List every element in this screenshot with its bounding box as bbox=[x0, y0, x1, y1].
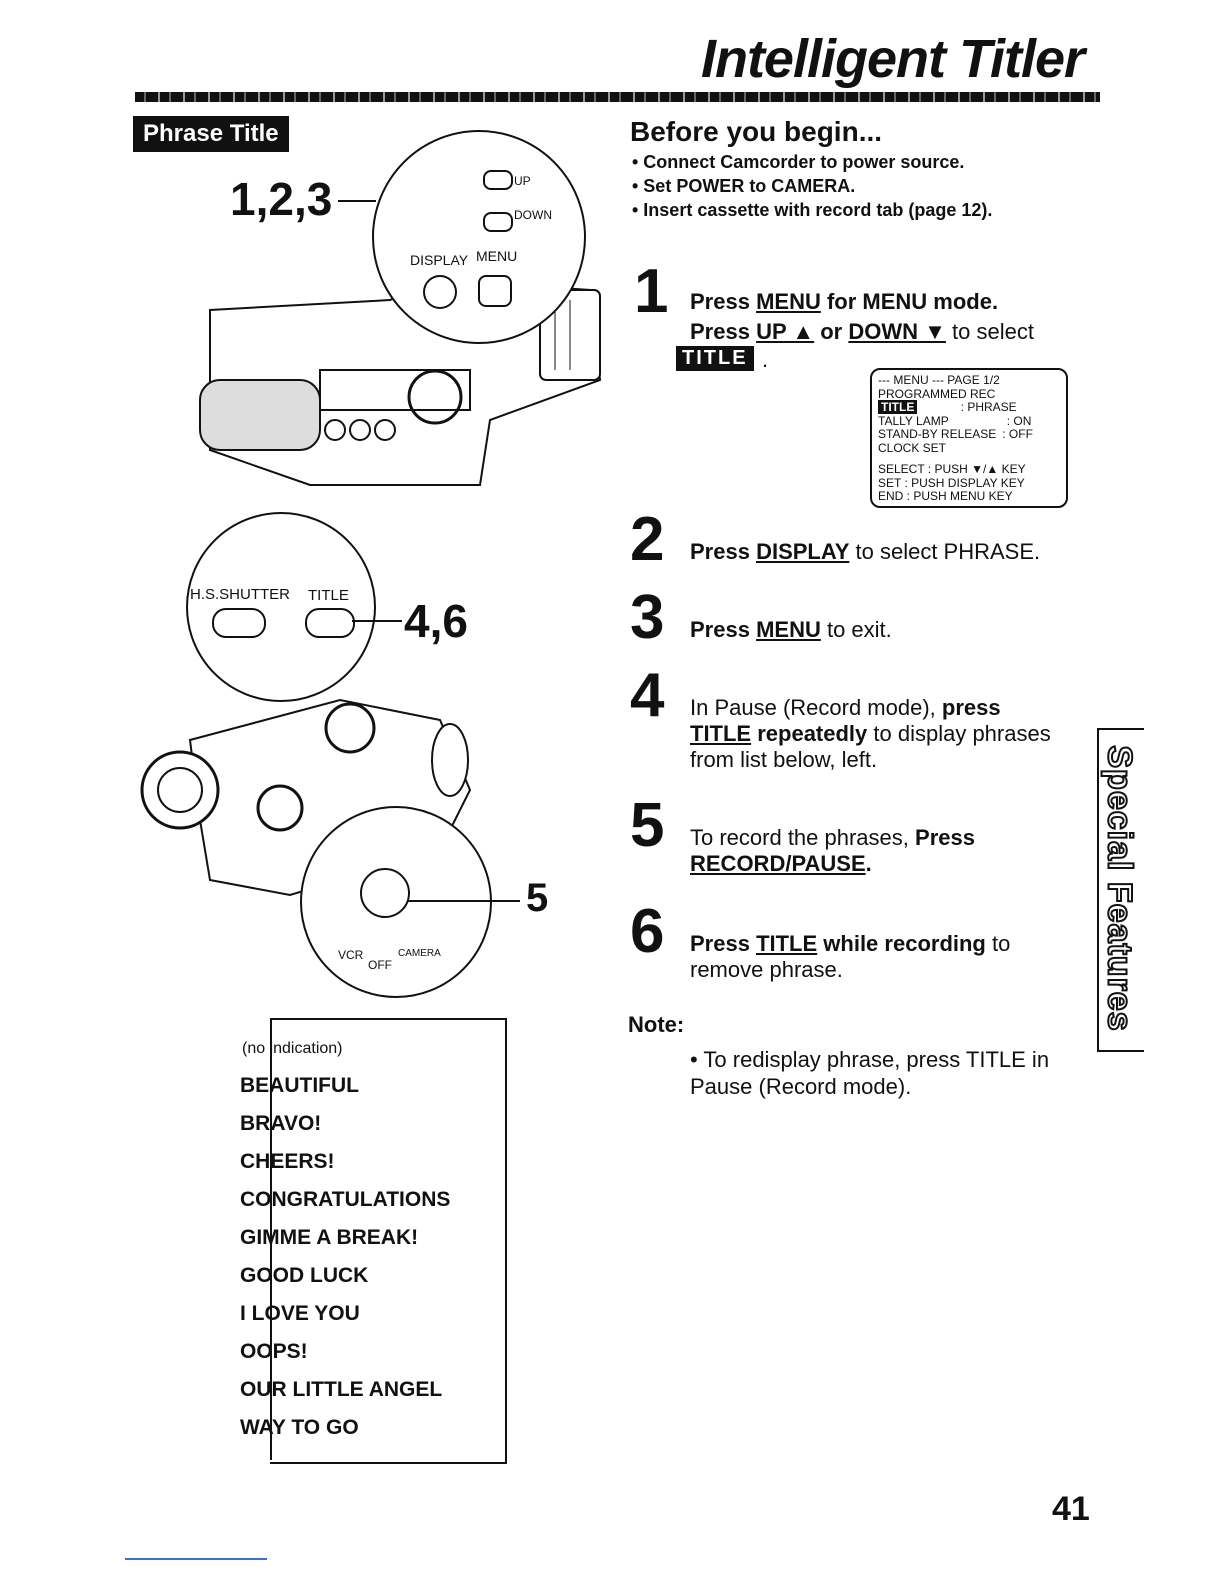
step-number: 3 bbox=[630, 583, 665, 652]
step-1-line-1: Press MENU for MENU mode. bbox=[690, 289, 999, 314]
menu-screen-header: --- MENU --- PAGE 1/2 bbox=[878, 373, 1000, 387]
zoom-circle-menu-buttons bbox=[372, 130, 586, 344]
title-button bbox=[305, 608, 355, 638]
zoom-circle-title-button bbox=[186, 512, 376, 702]
menu-row: STAND-BY RELEASE: OFF bbox=[878, 427, 1033, 441]
menu-button bbox=[478, 275, 512, 307]
step-4-line-1: In Pause (Record mode), press bbox=[690, 695, 1001, 720]
phrase-item: OOPS! bbox=[240, 1340, 308, 1363]
menu-label: MENU bbox=[476, 248, 518, 264]
menu-row: CLOCK SET bbox=[878, 440, 947, 455]
phrase-first-item: (no indication) bbox=[242, 1040, 343, 1057]
phrase-item: BEAUTIFUL bbox=[240, 1074, 359, 1097]
down-label: DOWN bbox=[514, 208, 552, 222]
phrase-item: GOOD LUCK bbox=[240, 1264, 369, 1287]
step-number: 4 bbox=[630, 661, 665, 730]
side-tab-label: Special Features bbox=[1100, 744, 1140, 1032]
page-number: 41 bbox=[1052, 1490, 1090, 1528]
phrase-list-box bbox=[270, 1018, 507, 1464]
display-label: DISPLAY bbox=[410, 252, 469, 268]
vcr-label: VCR bbox=[338, 948, 364, 962]
zoom-circle-power-switch bbox=[300, 806, 492, 998]
step-4-line-2: TITLE repeatedly to display phrases bbox=[690, 721, 1051, 746]
step-number: 6 bbox=[630, 897, 665, 966]
up-label: UP bbox=[514, 174, 531, 188]
step-6-line-2: remove phrase. bbox=[690, 957, 843, 982]
title-label: TITLE bbox=[308, 587, 349, 604]
note-text: • To redisplay phrase, press TITLE in Pa… bbox=[690, 1047, 1050, 1099]
menu-screen-display: --- MENU --- PAGE 1/2 PROGRAMMED REC TIT… bbox=[870, 368, 1068, 508]
callout-leader bbox=[352, 620, 402, 622]
phrase-item: GIMME A BREAK! bbox=[240, 1226, 419, 1249]
side-tab bbox=[1097, 728, 1144, 1052]
hs-shutter-label: H.S.SHUTTER bbox=[190, 586, 291, 603]
callout-leader bbox=[408, 900, 520, 902]
step-5-line-1: To record the phrases, Press bbox=[690, 825, 975, 850]
chip-period: . bbox=[762, 347, 769, 372]
up-button bbox=[483, 170, 513, 190]
power-dial bbox=[360, 868, 410, 918]
prereq-item: • Set POWER to CAMERA. bbox=[632, 176, 856, 196]
callout-5: 5 bbox=[526, 876, 549, 920]
phrase-item: WAY TO GO bbox=[240, 1416, 359, 1439]
phrase-cycle-line bbox=[270, 1018, 272, 1460]
callout-4-6: 4,6 bbox=[404, 595, 468, 647]
step-2-text: Press DISPLAY to select PHRASE. bbox=[690, 539, 1041, 564]
phrase-item: CONGRATULATIONS bbox=[240, 1188, 451, 1211]
menu-footer-row: SELECT : PUSH ▼/▲ KEY bbox=[878, 462, 1026, 476]
hs-shutter-button bbox=[212, 608, 266, 638]
step-number: 5 bbox=[630, 791, 665, 860]
menu-row: TITLE : PHRASE bbox=[878, 400, 1060, 415]
camera-label: CAMERA bbox=[398, 948, 441, 959]
off-label: OFF bbox=[368, 958, 392, 972]
menu-row: PROGRAMMED REC bbox=[878, 386, 996, 401]
before-you-begin-heading: Before you begin... bbox=[630, 116, 883, 147]
step-6-line-1: Press TITLE while recording to bbox=[690, 931, 1011, 956]
callout-leader bbox=[338, 200, 376, 202]
menu-row: TALLY LAMP: ON bbox=[878, 413, 1032, 428]
prereq-item: • Insert cassette with record tab (page … bbox=[632, 200, 993, 220]
phrase-item: BRAVO! bbox=[240, 1112, 322, 1135]
footer-line bbox=[125, 1558, 267, 1560]
callout-1-2-3: 1,2,3 bbox=[230, 173, 333, 225]
step-3-text: Press MENU to exit. bbox=[690, 617, 892, 642]
step-4-line-3: from list below, left. bbox=[690, 747, 878, 772]
step-1-line-2: Press UP ▲ or DOWN ▼ to select bbox=[690, 319, 1034, 344]
note-heading: Note: bbox=[628, 1012, 685, 1037]
menu-footer-row: END : PUSH MENU KEY bbox=[878, 489, 1013, 503]
menu-footer-row: SET : PUSH DISPLAY KEY bbox=[878, 475, 1025, 490]
section-badge: Phrase Title bbox=[133, 116, 289, 152]
display-button bbox=[423, 275, 457, 309]
title-menu-chip: TITLE bbox=[676, 346, 754, 371]
header-rule bbox=[135, 92, 1100, 102]
phrase-item: OUR LITTLE ANGEL bbox=[240, 1378, 443, 1401]
down-button bbox=[483, 212, 513, 232]
step-number: 1 bbox=[634, 257, 669, 326]
step-number: 2 bbox=[630, 505, 665, 574]
phrase-item: I LOVE YOU bbox=[240, 1302, 360, 1325]
page-title: Intelligent Titler bbox=[700, 29, 1085, 89]
step-5-line-2: RECORD/PAUSE. bbox=[690, 851, 872, 876]
phrase-item: CHEERS! bbox=[240, 1150, 335, 1173]
prereq-item: • Connect Camcorder to power source. bbox=[632, 152, 965, 172]
